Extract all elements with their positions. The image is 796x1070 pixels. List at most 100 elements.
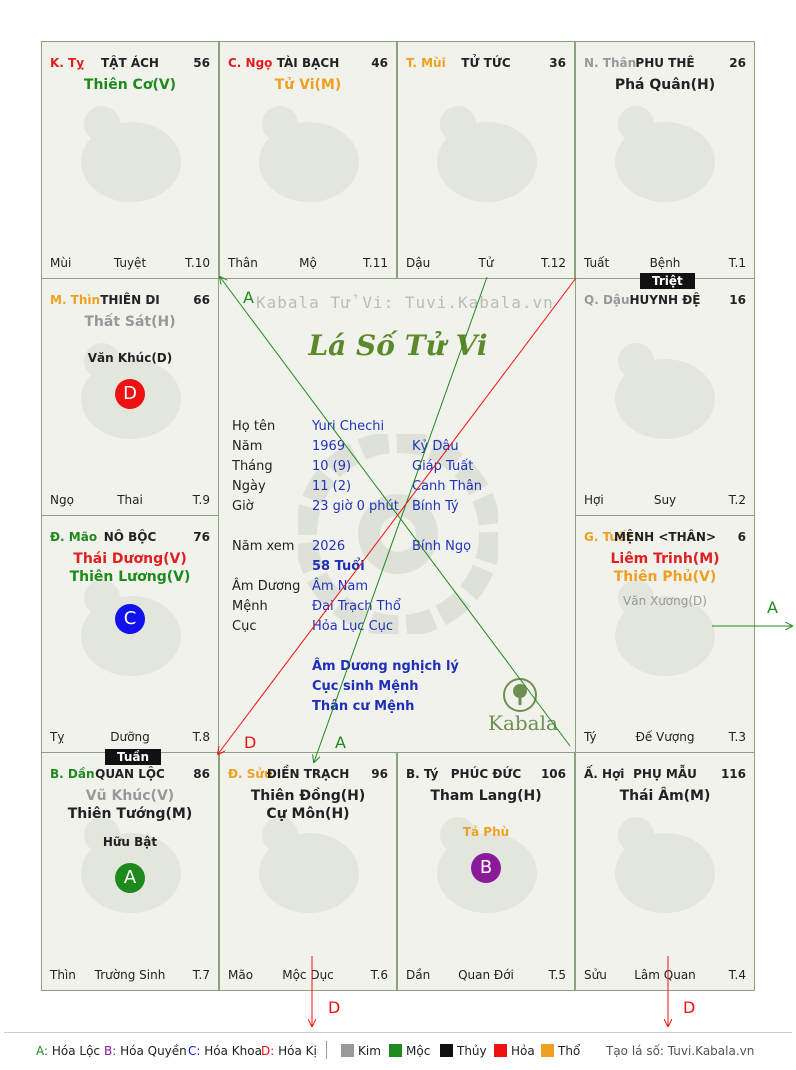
palace-age: 86 (193, 767, 210, 781)
element-label: Mộc (406, 1044, 431, 1058)
transformation-badge: B (471, 853, 501, 883)
palace-age: 66 (193, 293, 210, 307)
triet-tag: Triệt (640, 273, 695, 289)
footer-branch: Mùi (50, 256, 72, 270)
legend-key: D: (261, 1044, 275, 1058)
footer-branch: Tý (584, 730, 597, 744)
zodiac-animal-icon (62, 82, 200, 232)
palace-age: 56 (193, 56, 210, 70)
footer-life-stage: Mộc Dục (282, 968, 334, 982)
palace-name: TẬT ÁCH (101, 56, 159, 70)
transformation-badge: A (115, 863, 145, 893)
palace-stars: Phá Quân(H) (576, 76, 754, 94)
legend-element: Hỏa (494, 1044, 535, 1058)
footer-life-stage: Bệnh (649, 256, 681, 270)
element-swatch (494, 1044, 507, 1057)
chart-note: Cục sinh Mệnh (312, 679, 419, 694)
legend-separator (326, 1041, 327, 1059)
palace-age: 76 (193, 530, 210, 544)
element-label: Kim (358, 1044, 381, 1058)
footer-month: T.4 (728, 968, 746, 982)
info-value-canchi: Kỷ Dậu (412, 439, 459, 454)
major-star: Thiên Phủ(V) (613, 569, 717, 585)
kabala-logo-text: Kabala (488, 711, 558, 735)
info-value-canchi: Bính Tý (412, 499, 459, 514)
minor-star: Văn Khúc(D) (87, 351, 173, 365)
chart-note: Thân cư Mệnh (312, 699, 415, 714)
footer-month: T.5 (548, 968, 566, 982)
palace-name: THIÊN DI (100, 293, 160, 307)
footer-month: T.10 (185, 256, 210, 270)
info-value: 10 (9) (312, 459, 352, 474)
major-star: Vũ Khúc(V) (85, 788, 175, 804)
palace-branch-label: B. Tý (406, 767, 439, 781)
footer-life-stage: Dưỡng (110, 730, 150, 744)
footer-branch: Dần (406, 968, 431, 982)
tuan-tag: Tuần (105, 749, 162, 765)
footer-month: T.6 (370, 968, 388, 982)
arrow-label-d: D (244, 733, 257, 752)
palace-name: QUAN LỘC (95, 767, 165, 781)
footer-branch: Tuất (584, 256, 610, 270)
info-value-canchi: Bính Ngọ (412, 539, 472, 554)
zodiac-animal-icon (418, 82, 556, 232)
transformation-badge: D (115, 379, 145, 409)
element-label: Hỏa (511, 1044, 535, 1058)
major-star: Thiên Lương(V) (69, 569, 191, 585)
footer-life-stage: Trường Sinh (94, 968, 166, 982)
footer-life-stage: Thai (117, 493, 143, 507)
palace-branch-label: N. Thân (584, 56, 637, 70)
palace-name: NÔ BỘC (103, 530, 157, 544)
palace-branch-label: Ấ. Hợi (584, 767, 625, 781)
footer-month: T.9 (192, 493, 210, 507)
major-star: Tử Vi(M) (274, 77, 342, 93)
palace-name: PHÚC ĐỨC (450, 767, 522, 781)
major-star: Thái Âm(M) (619, 788, 711, 804)
major-star: Thiên Đồng(H) (250, 788, 366, 804)
zodiac-animal-icon (596, 82, 734, 232)
palace-branch-label: C. Ngọ (228, 56, 273, 70)
legend-meaning: Hóa Quyền (116, 1044, 187, 1058)
arrow-label-d: D (683, 998, 696, 1017)
footer-branch: Ngọ (50, 493, 74, 507)
palace-stars: Thái Dương(V)Thiên Lương(V)C (42, 550, 218, 634)
info-value: Hỏa Lục Cục (312, 619, 394, 634)
age-value: 58 Tuổi (312, 559, 365, 574)
arrow-label-d: D (328, 998, 341, 1017)
palace-name: TÀI BẠCH (276, 56, 340, 70)
info-value: Đại Trạch Thổ (312, 599, 401, 614)
legend-meaning: Hóa Kị (274, 1044, 317, 1058)
footer-month: T.8 (192, 730, 210, 744)
footer-branch: Mão (228, 968, 254, 982)
palace-age: 6 (737, 530, 746, 544)
arrow-label-a: A (243, 288, 254, 307)
footer-month: T.12 (541, 256, 566, 270)
palace-age: 16 (729, 293, 746, 307)
footer-month: T.11 (363, 256, 388, 270)
palace-stars: Thiên Đồng(H)Cự Môn(H) (220, 787, 396, 823)
zodiac-animal-icon (240, 793, 378, 943)
info-value: 11 (2) (312, 479, 352, 494)
element-swatch (440, 1044, 453, 1057)
